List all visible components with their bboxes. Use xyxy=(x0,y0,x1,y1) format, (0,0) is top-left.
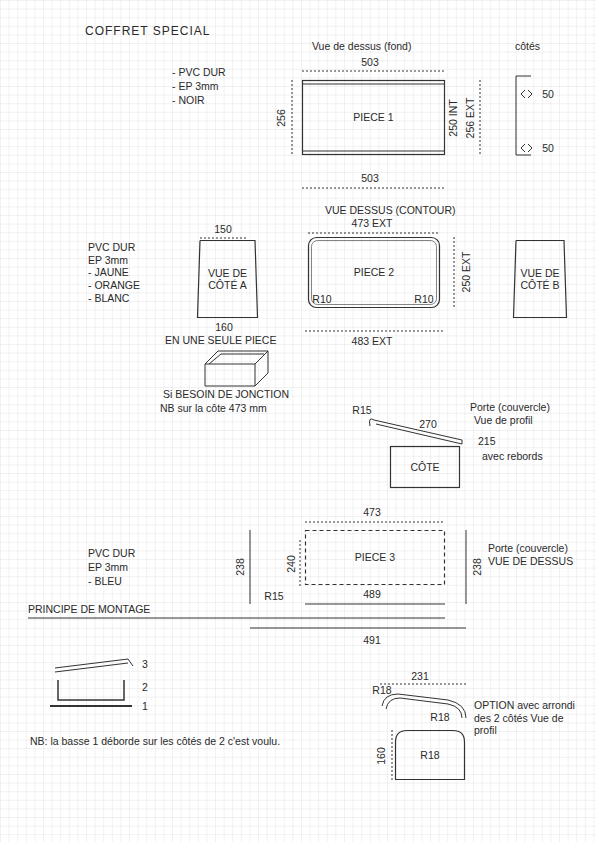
part-name: CÔTE xyxy=(407,461,442,473)
annotation-label: - JAUNE xyxy=(88,266,129,279)
lid-profile xyxy=(370,419,463,444)
annotation-label: 491 xyxy=(363,634,381,647)
dimension-line xyxy=(305,604,445,605)
annotation-label: 215 xyxy=(478,435,496,448)
dimension-line xyxy=(292,80,293,155)
annotation-label: 238 xyxy=(234,558,247,576)
annotation-label: EP 3mm xyxy=(88,561,128,574)
annotation-label: 250 INT xyxy=(447,99,460,136)
dimension-arrows xyxy=(521,90,532,98)
box-illustration xyxy=(205,351,268,386)
dimension-line xyxy=(305,331,443,332)
annotation-label: - NOIR xyxy=(172,94,205,107)
annotation-label: 160 xyxy=(375,747,388,765)
annotation-label: PRINCIPE DE MONTAGE xyxy=(28,603,150,616)
annotation-label: 250 EXT xyxy=(460,252,473,293)
flange-line xyxy=(302,151,445,152)
annotation-label: Porte (couvercle) xyxy=(488,542,568,555)
annotation-label: 473 xyxy=(363,506,381,519)
annotation-label: - ORANGE xyxy=(88,279,140,292)
annotation-label: PVC DUR xyxy=(88,547,135,560)
annotation-label: 238 xyxy=(471,558,484,576)
annotation-label: Vue de profil xyxy=(474,414,533,427)
annotation-label: 1 xyxy=(142,700,148,713)
annotation-label: EP 3mm xyxy=(88,254,128,267)
annotation-label: R15 xyxy=(264,590,283,603)
rounded-lid-profile xyxy=(382,694,466,718)
side-view-panel: VUE DE CÔTÉ B xyxy=(513,240,567,318)
annotation-label: VUE DE DESSUS xyxy=(488,555,573,568)
dimension-line xyxy=(305,522,445,523)
dimension-line xyxy=(308,233,440,234)
dimension-line xyxy=(302,71,445,72)
annotation-label: côtés xyxy=(515,40,540,53)
dimension-line xyxy=(454,237,455,308)
annotation-label: NB sur la côte 473 mm xyxy=(160,402,267,415)
part-name: VUE DE CÔTÉ B xyxy=(517,267,563,291)
annotation-label: 489 xyxy=(363,588,381,601)
side-view-panel: VUE DE CÔTÉ A xyxy=(197,240,258,318)
annotation-label: 473 EXT xyxy=(352,217,393,230)
annotation-label: R18 xyxy=(372,684,391,697)
flange-line xyxy=(302,84,445,85)
dimension-line xyxy=(466,530,467,604)
part-name: VUE DE CÔTÉ A xyxy=(201,267,254,291)
annotation-label: OPTION avec arrondi des 2 côtés Vue de p… xyxy=(474,699,586,737)
annotation-label: PVC DUR xyxy=(88,241,135,254)
annotation-label: avec rebords xyxy=(482,450,543,463)
annotation-label: 150 xyxy=(214,223,232,236)
part-name: PIECE 3 xyxy=(352,551,398,563)
annotation-label: 503 xyxy=(361,56,379,69)
annotation-label: R10 xyxy=(414,293,433,306)
annotation-label: Si BESOIN DE JONCTION xyxy=(163,388,289,401)
part-outline: CÔTE xyxy=(390,446,460,488)
annotation-label: 256 EXT xyxy=(464,98,477,139)
part-outline: PIECE 3 xyxy=(305,530,445,585)
side-profile xyxy=(516,76,531,155)
annotation-label: 50 xyxy=(542,88,554,101)
annotation-label: - PVC DUR xyxy=(172,66,226,79)
annotation-label: VUE DESSUS (CONTOUR) xyxy=(325,204,456,217)
annotation-label: 50 xyxy=(542,142,554,155)
annotation-label: Vue de dessus (fond) xyxy=(312,40,411,53)
part-name: PIECE 1 xyxy=(350,111,396,123)
annotation-label: EN UNE SEULE PIECE xyxy=(165,334,276,347)
dimension-line xyxy=(380,684,466,685)
dimension-line xyxy=(392,730,393,780)
annotation-label: R15 xyxy=(352,404,371,417)
part-outline: R18 xyxy=(395,730,465,780)
annotation-label: NB: la basse 1 déborde sur les côtés de … xyxy=(30,735,300,748)
annotation-label: 270 xyxy=(419,418,437,431)
annotation-label: Porte (couvercle) xyxy=(470,401,550,414)
body-part xyxy=(58,680,124,700)
annotation-label: - EP 3mm xyxy=(172,80,218,93)
annotation-label: - BLANC xyxy=(88,292,129,305)
annotation-label: R10 xyxy=(312,293,331,306)
annotation-label: 483 EXT xyxy=(352,335,393,348)
dimension-line xyxy=(200,238,246,239)
base-part xyxy=(50,705,132,707)
part-name: R18 xyxy=(417,749,442,761)
annotation-label: 2 xyxy=(142,681,148,694)
dimension-line xyxy=(302,188,445,189)
annotation-label: 231 xyxy=(411,670,429,683)
annotation-label: - BLEU xyxy=(88,575,122,588)
dimension-arrows xyxy=(521,144,532,152)
annotation-label: 503 xyxy=(361,172,379,185)
annotation-label: R18 xyxy=(430,711,449,724)
dimension-line xyxy=(480,80,481,155)
annotation-label: 3 xyxy=(142,658,148,671)
underline xyxy=(28,618,445,619)
annotation-label: 256 xyxy=(275,109,288,127)
dimension-line xyxy=(300,540,301,588)
lid-part xyxy=(55,659,133,672)
part-outline: PIECE 1 xyxy=(302,80,445,155)
dimension-line xyxy=(250,628,466,629)
part-name: PIECE 2 xyxy=(351,266,397,278)
title: COFFRET SPECIAL xyxy=(85,24,210,38)
annotation-label: 160 xyxy=(215,321,233,334)
dimension-line xyxy=(250,530,251,604)
annotation-label: 240 xyxy=(285,555,298,573)
